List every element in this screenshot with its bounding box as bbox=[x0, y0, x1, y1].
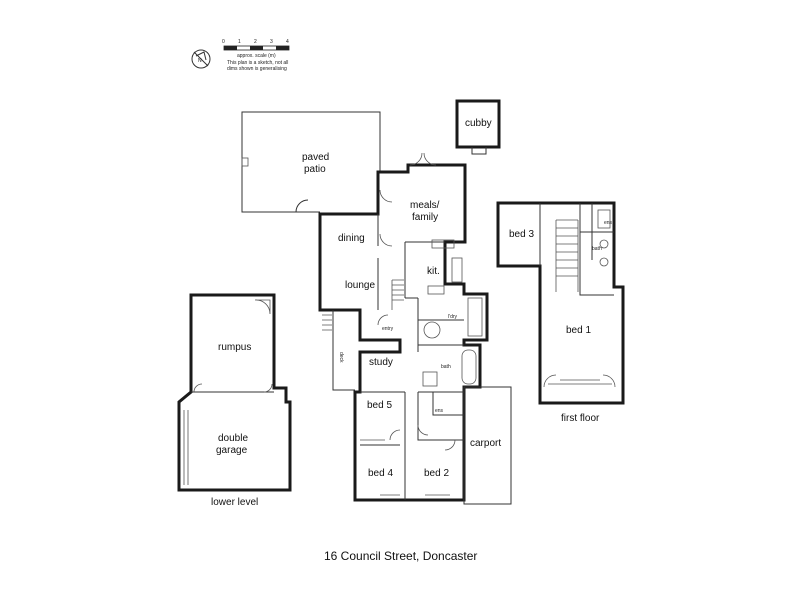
room-label-bed3: bed 3 bbox=[509, 229, 534, 240]
room-label-garage: garage bbox=[216, 445, 248, 456]
room-label-ens: ens bbox=[435, 408, 444, 414]
cubby-structure: cubby bbox=[455, 99, 501, 155]
svg-text:N: N bbox=[198, 58, 202, 64]
carport bbox=[463, 386, 512, 505]
scale-tick-4: 4 bbox=[286, 39, 289, 45]
room-label-bath-upper: bath bbox=[592, 246, 602, 252]
paved-patio: paved patio bbox=[241, 111, 381, 213]
room-label-family: family bbox=[412, 212, 438, 223]
room-label-dining: dining bbox=[338, 233, 365, 244]
room-label-bed5: bed 5 bbox=[367, 400, 392, 411]
room-label-paved: paved bbox=[302, 152, 329, 163]
scale-bar: 0 1 2 3 4 approx. scale (m) This plan is… bbox=[222, 39, 290, 72]
scale-tick-1: 1 bbox=[238, 39, 241, 45]
room-label-bed2: bed 2 bbox=[424, 468, 449, 479]
room-label-ldry: l'dry bbox=[448, 314, 458, 320]
scale-note-1: This plan is a sketch, not all bbox=[227, 60, 288, 66]
room-label-study: study bbox=[369, 357, 393, 368]
ground-floor bbox=[318, 152, 489, 502]
room-label-deck: deck bbox=[338, 352, 344, 363]
room-label-ens-upper: ens bbox=[604, 220, 613, 226]
address-title: 16 Council Street, Doncaster bbox=[324, 549, 477, 563]
room-label-patio: patio bbox=[304, 164, 326, 175]
lower-level-floor bbox=[177, 293, 292, 492]
room-label-kitchen: kit. bbox=[427, 266, 440, 277]
scale-label: approx. scale (m) bbox=[237, 53, 276, 59]
room-label-carport: carport bbox=[470, 438, 501, 449]
room-label-bed4: bed 4 bbox=[368, 468, 393, 479]
room-label-bath-lower: bath bbox=[441, 364, 451, 370]
room-label-cubby: cubby bbox=[465, 118, 492, 129]
first-floor-plan bbox=[496, 201, 625, 405]
room-label-lounge: lounge bbox=[345, 280, 375, 291]
caption-first-floor: first floor bbox=[561, 413, 600, 424]
north-arrow-icon: N bbox=[191, 49, 211, 69]
caption-lower-level: lower level bbox=[211, 497, 258, 508]
room-label-double: double bbox=[218, 433, 248, 444]
scale-note-2: dims shown is generalising bbox=[227, 66, 287, 72]
scale-tick-3: 3 bbox=[270, 39, 273, 45]
room-label-bed1: bed 1 bbox=[566, 325, 591, 336]
room-label-rumpus: rumpus bbox=[218, 342, 251, 353]
room-label-entry: entry bbox=[382, 326, 394, 332]
room-label-meals: meals/ bbox=[410, 200, 440, 211]
scale-tick-0: 0 bbox=[222, 39, 225, 45]
scale-tick-2: 2 bbox=[254, 39, 257, 45]
